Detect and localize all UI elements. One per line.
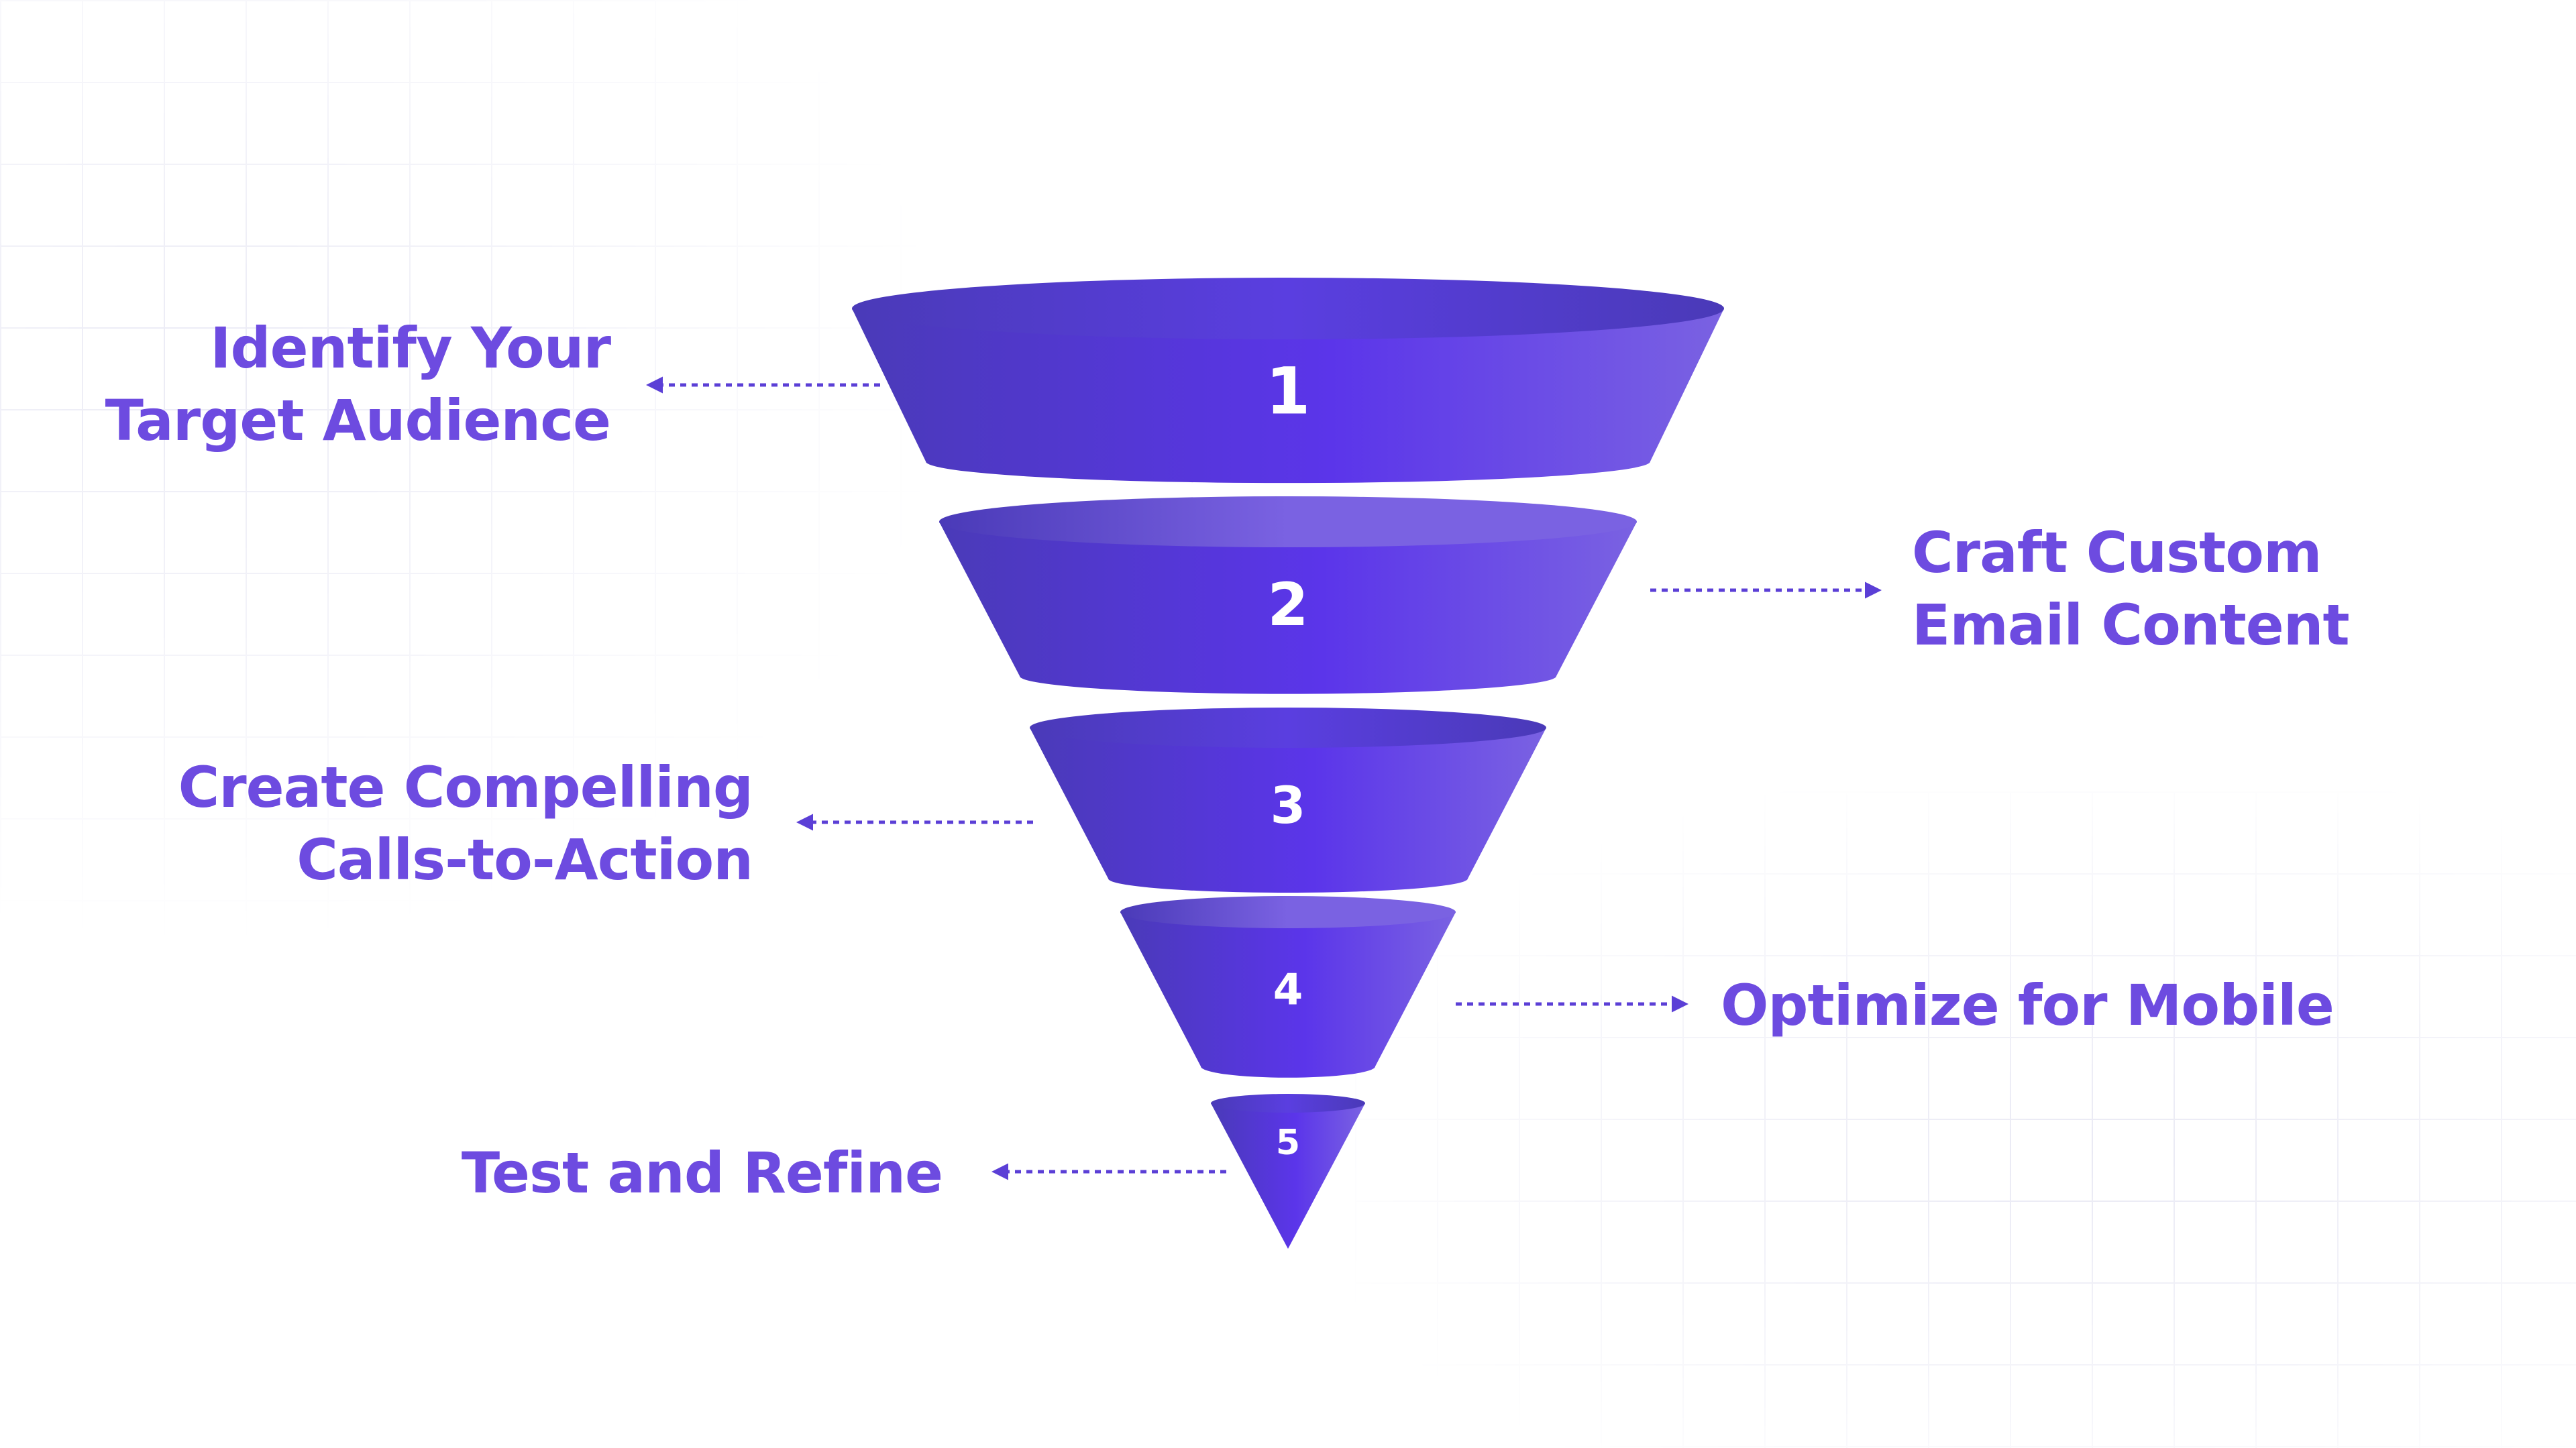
step-4-label-line-1: Optimize for Mobile: [1721, 972, 2334, 1038]
step-3-label-line-1: Create Compelling: [178, 755, 753, 820]
step-2-label: Craft Custom Email Content: [1912, 516, 2350, 661]
funnel-segment-5-body: [1211, 1103, 1365, 1249]
step-5-label: Test and Refine: [462, 1137, 943, 1209]
funnel-segment-1-body: [852, 309, 1724, 484]
funnel-segment-5-rim: [1211, 1094, 1365, 1113]
funnel-segment-2: 2: [939, 496, 1637, 694]
step-1-label-line-2: Target Audience: [105, 388, 611, 453]
funnel-segment-2-rim: [939, 496, 1637, 547]
funnel-segment-5: 5: [1211, 1094, 1365, 1249]
funnel-segment-5-number: 5: [1276, 1123, 1300, 1163]
funnel-segment-3: 3: [1030, 708, 1546, 893]
step-5-label-line-1: Test and Refine: [461, 1140, 943, 1206]
step-3-label-line-2: Calls-to-Action: [297, 827, 753, 893]
funnel-segment-3-rim: [1030, 708, 1546, 748]
funnel-segment-4-rim: [1120, 896, 1456, 928]
step-4-label: Optimize for Mobile: [1721, 969, 2334, 1042]
funnel-segment-1-number: 1: [1266, 353, 1311, 429]
step-1-label-line-1: Identify Your: [210, 315, 611, 381]
step-2-label-line-1: Craft Custom: [1912, 520, 2322, 586]
funnel-segment-3-number: 3: [1271, 775, 1306, 835]
step-3-label: Create Compelling Calls-to-Action: [178, 751, 753, 896]
step-1-label: Identify Your Target Audience: [105, 312, 611, 457]
funnel-segment-2-number: 2: [1267, 570, 1308, 639]
step-2-label-line-2: Email Content: [1912, 592, 2350, 658]
funnel-segment-1-rim: [852, 278, 1724, 339]
funnel-segment-4-number: 4: [1273, 966, 1303, 1015]
funnel-segment-4-body: [1120, 912, 1456, 1078]
funnel-segment-3-body: [1030, 728, 1546, 893]
funnel-segment-1: 1: [852, 278, 1724, 484]
funnel-segment-4: 4: [1120, 896, 1456, 1078]
funnel-segment-2-body: [939, 522, 1637, 694]
